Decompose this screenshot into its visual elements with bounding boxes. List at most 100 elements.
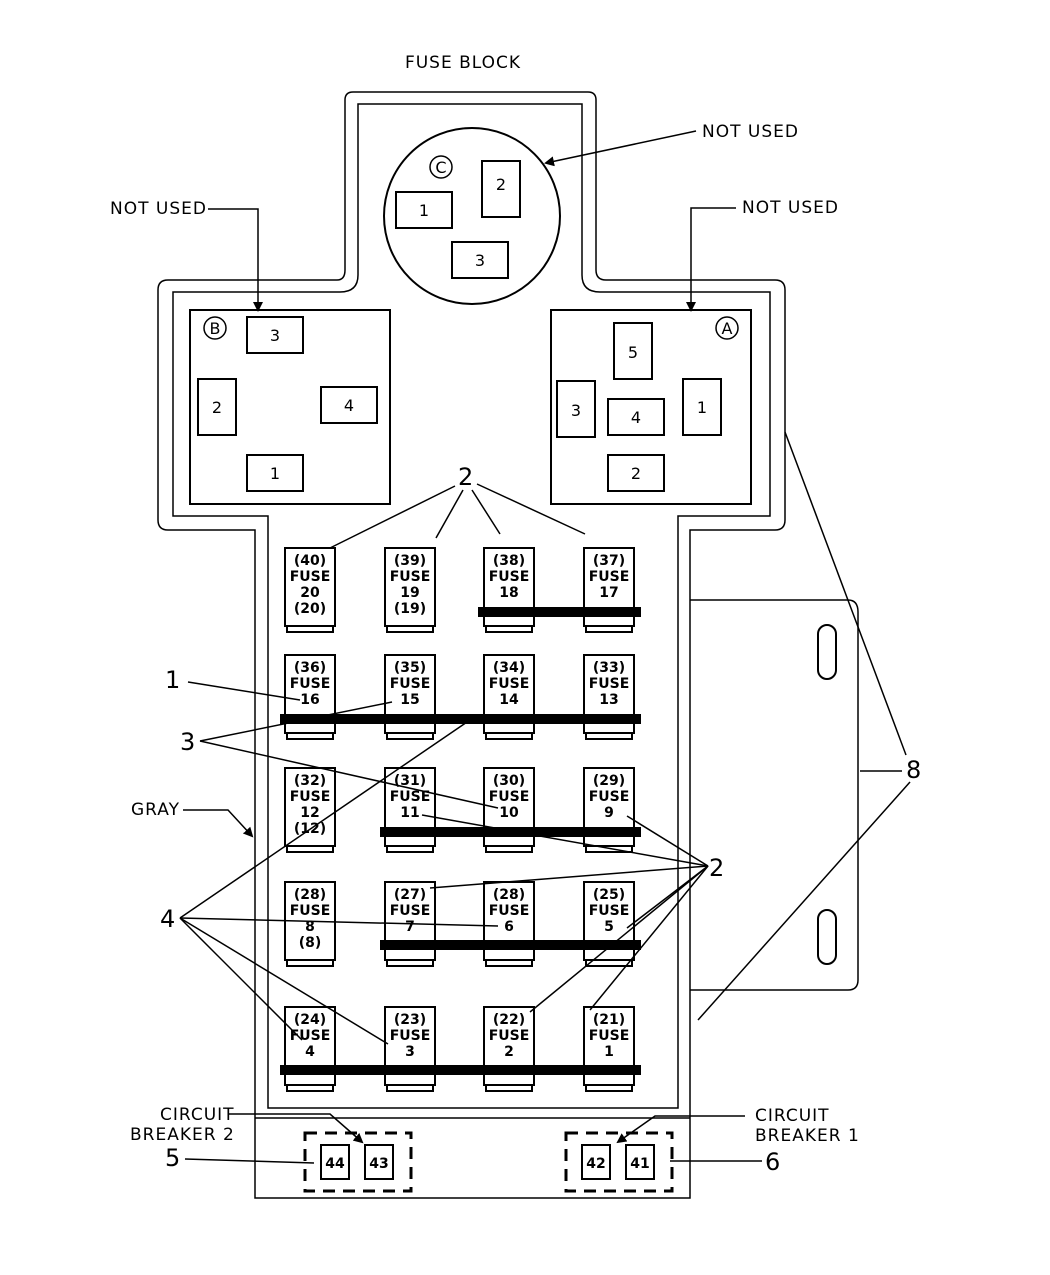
not-used-label-a: NOT USED <box>742 198 839 218</box>
bus-bar-row3 <box>380 827 641 837</box>
not-used-label-b: NOT USED <box>110 199 207 219</box>
bus-bar-row4 <box>380 940 641 950</box>
callout-2-right: 2 <box>709 854 724 882</box>
fuse-word: FUSE <box>589 903 630 919</box>
connector-c-cavity-2-label: 2 <box>496 175 506 194</box>
fuse-cavity-number: (25) <box>593 887 625 903</box>
gray-label: GRAY <box>131 800 180 820</box>
connector-a-cavity-4 <box>607 398 665 436</box>
housing-inner-outline <box>172 103 771 1109</box>
fuse-cavity-number: (24) <box>294 1012 326 1028</box>
fuse-word: FUSE <box>390 903 431 919</box>
bracket-slot-bottom <box>817 909 837 965</box>
callout-2-top: 2 <box>458 463 473 491</box>
connector-a-cavity-1 <box>682 378 722 436</box>
connector-c-cavity-1 <box>395 191 453 229</box>
connector-c-cavity-2 <box>481 160 521 218</box>
fuse-cavity <box>384 547 436 627</box>
connector-a-id: A <box>722 319 733 338</box>
connector-a-badge <box>715 316 739 340</box>
breaker-cavity-42 <box>581 1144 611 1180</box>
connector-c-cavity-1-label: 1 <box>419 201 429 220</box>
fuse-number: 5 <box>604 919 614 935</box>
connector-c-cavity-3 <box>451 241 509 279</box>
fuse-number: 4 <box>305 1044 315 1060</box>
diagram-title: FUSE BLOCK <box>405 53 521 73</box>
housing-outline <box>157 91 786 1199</box>
fuse-cavity-number: (27) <box>394 887 426 903</box>
fuse-number: 17 <box>599 585 618 601</box>
fuse-cavity-number: (38) <box>493 553 525 569</box>
connector-c-cavity-3-label: 3 <box>475 251 485 270</box>
fuse-number: 1 <box>604 1044 614 1060</box>
fuse-word: FUSE <box>290 789 331 805</box>
fuse-cavity-number: (21) <box>593 1012 625 1028</box>
fuse-number: 20 <box>300 585 320 601</box>
fuse-cavity <box>284 547 336 627</box>
not-used-leader-a <box>686 207 736 312</box>
breaker-cavity-43-label: 43 <box>369 1156 388 1172</box>
fuse-number: 13 <box>599 692 618 708</box>
connector-b-id: B <box>210 319 221 338</box>
fuse-word: FUSE <box>489 569 530 585</box>
callout-4: 4 <box>160 905 175 933</box>
bus-bar-row1 <box>478 607 641 617</box>
connector-a-cavity-3-label: 3 <box>571 401 581 420</box>
connector-a-cavity-4-label: 4 <box>631 408 641 427</box>
fuse-word: FUSE <box>489 903 530 919</box>
fuse-number: 10 <box>499 805 519 821</box>
bus-bar-row5 <box>280 1065 641 1075</box>
breaker-cavity-44 <box>320 1144 350 1180</box>
fuse-alt-number: (8) <box>299 935 322 951</box>
fuse-word: FUSE <box>290 1028 331 1044</box>
callout-5: 5 <box>165 1144 180 1172</box>
cb2-label-line1: CIRCUIT <box>160 1105 235 1125</box>
breaker-cavity-43 <box>364 1144 394 1180</box>
fuse-cavity-number: (35) <box>394 660 426 676</box>
fuse-number: 18 <box>499 585 518 601</box>
fuse-word: FUSE <box>390 789 431 805</box>
connector-b-cavity-1-label: 1 <box>270 464 280 483</box>
cb2-label-line2: BREAKER 2 <box>130 1125 235 1145</box>
fuse-word: FUSE <box>290 903 331 919</box>
connector-a-cavity-5 <box>613 322 653 380</box>
fuse-number: 7 <box>405 919 415 935</box>
callout-6: 6 <box>765 1148 780 1176</box>
fuse-alt-number: (19) <box>394 601 426 617</box>
fuse-cavity-number: (31) <box>394 773 426 789</box>
fuse-number: 11 <box>400 805 419 821</box>
fuse-cavity-number: (32) <box>294 773 326 789</box>
connector-a-cavity-2-label: 2 <box>631 464 641 483</box>
not-used-leader-c <box>544 130 697 167</box>
fuse-cavity-number: (36) <box>294 660 326 676</box>
connector-b-cavity-2-label: 2 <box>212 398 222 417</box>
gray-leader <box>183 809 254 838</box>
fuse-cavity-number: (30) <box>493 773 525 789</box>
callout-3: 3 <box>180 728 195 756</box>
connector-b-cavity-4-label: 4 <box>344 396 354 415</box>
fuse-word: FUSE <box>589 789 630 805</box>
fuse-number: 2 <box>504 1044 514 1060</box>
fuse-word: FUSE <box>290 676 331 692</box>
cb1-label-line1: CIRCUIT <box>755 1106 830 1126</box>
connector-b-cavity-4 <box>320 386 378 424</box>
fuse-cavity-number: (39) <box>394 553 426 569</box>
fuse-word: FUSE <box>589 569 630 585</box>
fuse-number: 15 <box>400 692 419 708</box>
fuse-number: 14 <box>499 692 519 708</box>
fuse-cavity-number: (33) <box>593 660 625 676</box>
